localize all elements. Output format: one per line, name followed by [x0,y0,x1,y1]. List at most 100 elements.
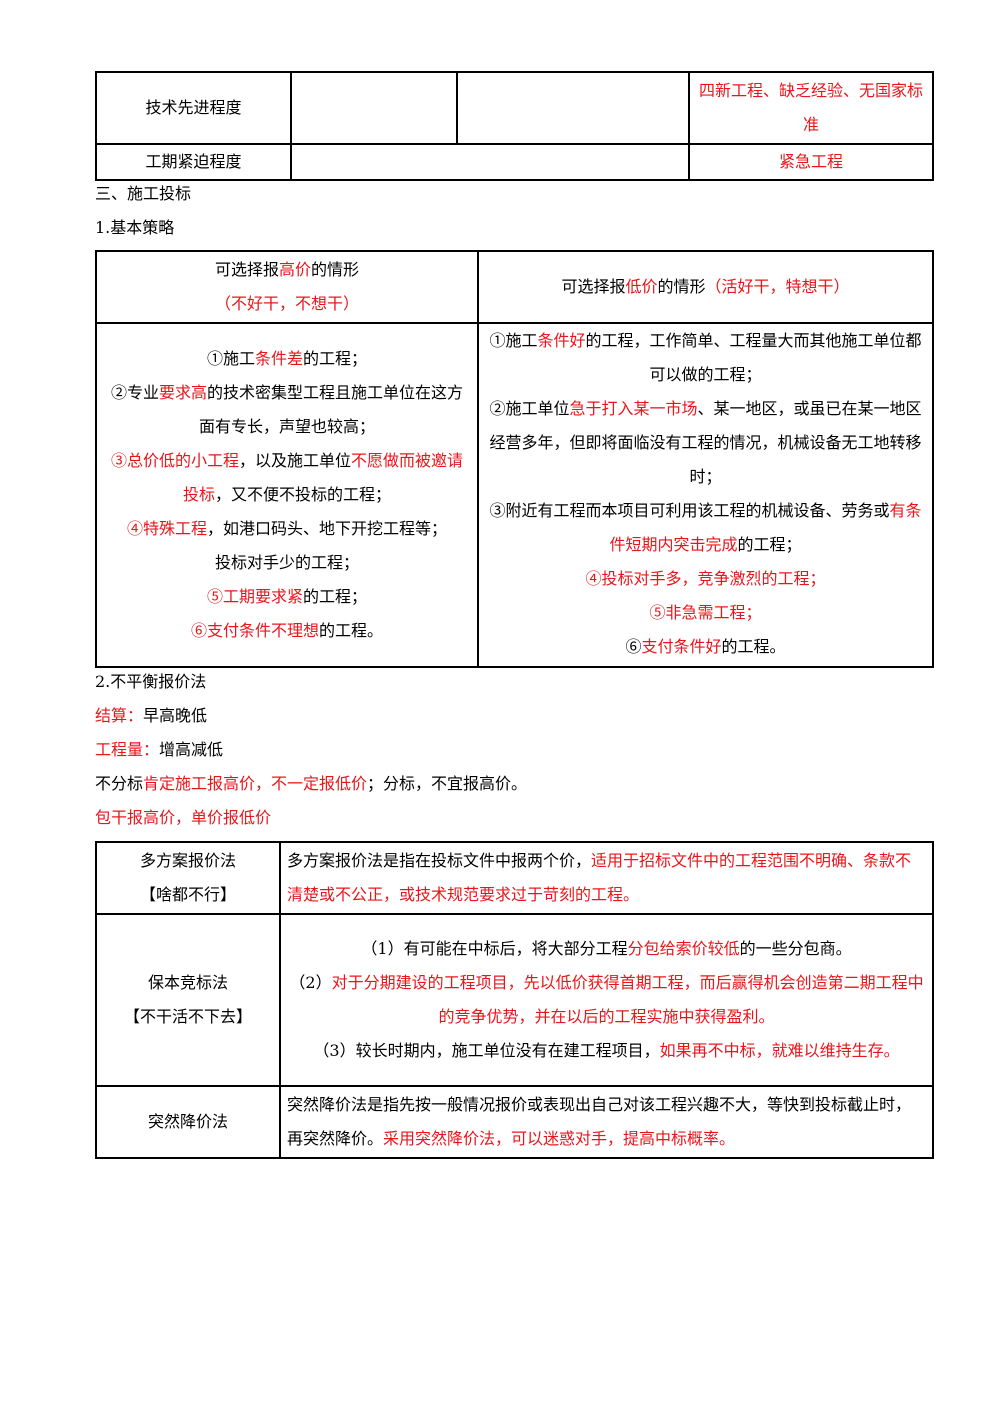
text-fragment: （不好干，不想干） [214,294,359,313]
empty-cell [290,71,458,145]
text-fragment: ③总价低的小工程，以及施工单位不愿做而被邀请投标，又不便不投标的工程； [103,444,471,512]
text-fragment: 的工程，工作简单、工程量大而其他施工单位都可以做的工程； [585,331,922,384]
text-fragment: 、某一地区，或虽已在某一地区经营多年，但即将面临没有工程的情况，机械设备无工地转… [489,399,922,486]
text-fragment: ，如港口码头、地下开挖工程等； [207,519,448,538]
text-fragment: （2） [289,973,332,992]
table-methods: 多方案报价法 【啥都不行】 多方案报价法是指在投标文件中报两个价，适用于招标文件… [95,841,934,1159]
text-fragment: 【啥都不行】 [139,885,236,904]
text-fragment: 的工程； [303,349,368,368]
text-fragment: 的工程； [303,587,368,606]
text-fragment: 低价 [625,277,658,296]
text-fragment: 的一些分包商。 [739,939,852,958]
text-fragment: 多方案报价法是指在投标文件中报两个价， [287,851,592,870]
low-price-header: 可选择报低价的情形（活好干，特想干） [477,250,934,324]
text-fragment: 增高减低 [159,740,224,759]
table-row: ①施工条件差的工程； ②专业要求高的技术密集型工程且施工单位在这方面有专长，声望… [95,322,934,668]
text-fragment: 的情形 [657,277,706,296]
method-desc: 多方案报价法是指在投标文件中报两个价，适用于招标文件中的工程范围不明确、条款不清… [279,841,934,915]
method-desc: （1）有可能在中标后，将大部分工程分包给索价较低的一些分包商。 （2）对于分期建… [279,913,934,1087]
table-row: 可选择报高价的情形 （不好干，不想干） 可选择报低价的情形（活好干，特想干） [95,250,934,324]
empty-cell [290,143,690,181]
text-fragment: 的技术密集型工程且施工单位在这方面有专长，声望也较高； [198,383,464,436]
text-fragment: （3）较长时期内，施工单位没有在建工程项目，如果再不中标，就难以维持生存。 [287,1034,926,1068]
subsection-title: 1.基本策略 [95,218,175,237]
factor-label: 工期紧迫程度 [95,143,292,181]
text-fragment: 的情形 [311,260,360,279]
text-fragment: 突然降价法是指先按一般情况报价或表现出自己对该工程兴趣不大，等快到投标截止时，再… [287,1095,912,1148]
text-fragment: （3）较长时期内，施工单位没有在建工程项目， [313,1041,660,1060]
subsection-title: 2.不平衡报价法 [95,672,207,691]
factor-label: 技术先进程度 [95,71,292,145]
method-name: 突然降价法 [95,1085,281,1159]
table-row: 工期紧迫程度 紧急工程 [95,143,934,181]
text-fragment: ，又不便不投标的工程； [215,485,392,504]
table-row: 保本竞标法 【不干活不下去】 （1）有可能在中标后，将大部分工程分包给索价较低的… [95,913,934,1087]
text-fragment: 急于打入某一市场 [569,399,698,418]
table-row: 突然降价法 突然降价法是指先按一般情况报价或表现出自己对该工程兴趣不大，等快到投… [95,1085,934,1159]
text-fragment: 不愿做而被邀请投标 [182,451,464,504]
table-project-factors: 技术先进程度 四新工程、缺乏经验、无国家标准 工期紧迫程度 紧急工程 [95,71,934,181]
text-fragment: ⑤工期要求紧的工程； [103,580,471,614]
text-fragment: 适用于招标文件中的工程范围不明确、条款不清楚或不公正，或技术规范要求过于苛刻的工… [287,851,912,904]
text-fragment: 可选择报 [561,277,626,296]
text-fragment: 有条件短期内突击完成 [609,501,922,554]
text-fragment: ②专业 [110,383,159,402]
rule-bid-split: 不分标肯定施工报高价，不一定报低价；分标，不宜报高价。 [95,774,527,794]
low-price-list: ①施工条件好的工程，工作简单、工程量大而其他施工单位都可以做的工程； ②施工单位… [477,322,934,668]
factor-note: 四新工程、缺乏经验、无国家标准 [688,71,934,145]
text-fragment: ④特殊工程，如港口码头、地下开挖工程等； [103,512,471,546]
text-fragment: 保本竞标法 [147,973,228,992]
rule-settlement: 结算：早高晚低 [95,706,207,726]
text-fragment: ①施工 [489,331,538,350]
text-fragment: ③附近有工程而本项目可利用该工程的机械设备、劳务或有条件短期内突击完成的工程； [485,494,926,562]
text-fragment: ①施工条件好的工程，工作简单、工程量大而其他施工单位都可以做的工程； [485,324,926,392]
text-fragment: ⑤工期要求紧 [206,587,303,606]
high-price-header: 可选择报高价的情形 （不好干，不想干） [95,250,479,324]
text-fragment: （1）有可能在中标后，将大部分工程 [361,939,628,958]
text-fragment: 的工程。 [319,621,384,640]
text-fragment: ②专业要求高的技术密集型工程且施工单位在这方面有专长，声望也较高； [103,376,471,444]
text-fragment: ④投标对手多，竞争激烈的工程； [585,569,826,588]
text-fragment: 如果再不中标，就难以维持生存。 [659,1041,900,1060]
text-fragment: 高价 [278,260,311,279]
text-fragment: 对于分期建设的工程项目，先以低价获得首期工程，而后赢得机会创造第二期工程中的竞争… [331,973,924,1026]
text-fragment: 不分标 [95,774,144,793]
text-fragment: （2）对于分期建设的工程项目，先以低价获得首期工程，而后赢得机会创造第二期工程中… [287,966,926,1034]
method-name: 保本竞标法 【不干活不下去】 [95,913,281,1087]
method-desc: 突然降价法是指先按一般情况报价或表现出自己对该工程兴趣不大，等快到投标截止时，再… [279,1085,934,1159]
method-name: 多方案报价法 【啥都不行】 [95,841,281,915]
text-fragment: ⑥支付条件好的工程。 [485,630,926,664]
high-price-list: ①施工条件差的工程； ②专业要求高的技术密集型工程且施工单位在这方面有专长，声望… [95,322,479,668]
text-fragment: 早高晚低 [143,706,208,725]
text-fragment: 肯定施工报高价，不一定报低价 [143,774,368,793]
text-fragment: ，以及施工单位 [238,451,351,470]
text-fragment: ⑥支付条件不理想的工程。 [103,614,471,648]
text-fragment: 支付条件好 [641,637,722,656]
text-fragment: 的工程； [737,535,802,554]
text-fragment: ⑤非急需工程； [649,603,762,622]
empty-cell [456,71,690,145]
text-fragment: （1）有可能在中标后，将大部分工程分包给索价较低的一些分包商。 [287,932,926,966]
rule-lump-sum: 包干报高价，单价报低价 [95,808,272,827]
section-title: 三、施工投标 [95,184,192,203]
text-fragment: 投标对手少的工程； [214,553,359,572]
text-fragment: 条件好 [537,331,586,350]
text-fragment: ③附近有工程而本项目可利用该工程的机械设备、劳务或 [489,501,890,520]
text-fragment: ；分标，不宜报高价。 [367,774,528,793]
text-fragment: 可选择报高价的情形 [103,253,471,287]
text-fragment: 结算： [95,706,144,725]
table-row: 多方案报价法 【啥都不行】 多方案报价法是指在投标文件中报两个价，适用于招标文件… [95,841,934,915]
text-fragment: 的工程。 [721,637,786,656]
text-fragment: （活好干，特想干） [705,277,850,296]
table-strategy: 可选择报高价的情形 （不好干，不想干） 可选择报低价的情形（活好干，特想干） ①… [95,250,934,668]
text-fragment: 可选择报 [214,260,279,279]
table-row: 技术先进程度 四新工程、缺乏经验、无国家标准 [95,71,934,145]
text-fragment: ①施工条件差的工程； [103,342,471,376]
text-fragment: ⑥ [625,637,642,656]
text-fragment: ①施工 [206,349,255,368]
text-fragment: 多方案报价法 [139,851,236,870]
text-fragment: ②施工单位急于打入某一市场、某一地区，或虽已在某一地区经营多年，但即将面临没有工… [485,392,926,494]
text-fragment: 采用突然降价法，可以迷惑对手，提高中标概率。 [383,1129,736,1148]
text-fragment: 工程量： [95,740,160,759]
text-fragment: 要求高 [158,383,207,402]
